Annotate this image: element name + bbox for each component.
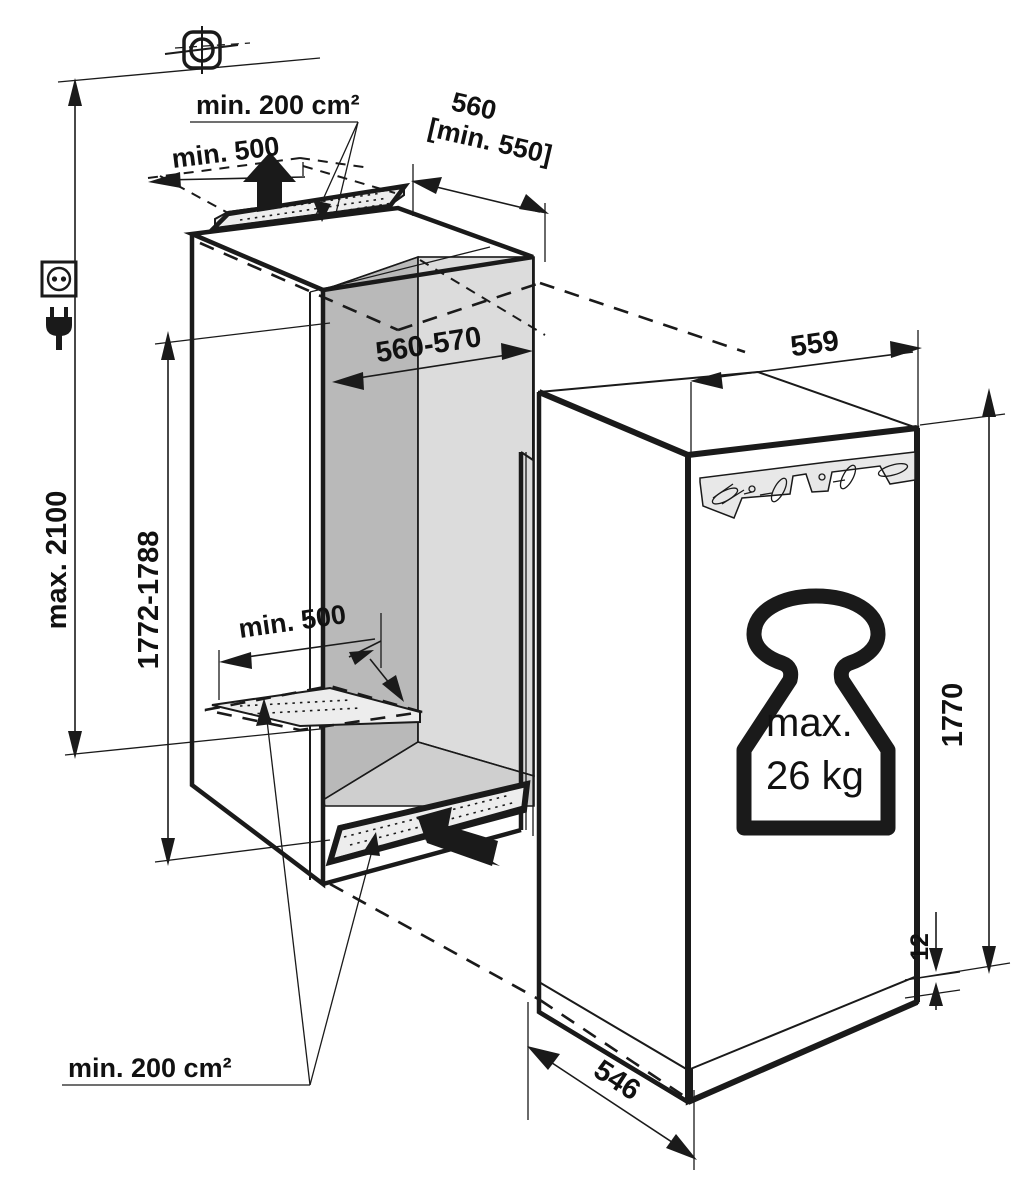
dim-appliance-depth-label: 546	[588, 1054, 646, 1107]
dim-vent-bottom-label: min. 200 cm²	[68, 1053, 232, 1083]
mounting-bracket	[699, 451, 916, 519]
dim-plinth-gap-label: 12	[906, 933, 934, 961]
appliance-side-seams	[525, 452, 534, 836]
top-vent-opening	[205, 182, 411, 234]
airflow-up-arrow-icon	[243, 152, 296, 212]
dim-niche-width	[332, 343, 533, 390]
power-plug-icon	[46, 307, 72, 350]
airflow-in-arrow-icon	[416, 807, 500, 866]
dim-appliance-depth	[527, 1002, 697, 1170]
dim-top-clearance	[147, 157, 396, 215]
dim-appliance-height-label: 1770	[937, 683, 969, 748]
leader-vent-top	[190, 121, 359, 222]
dim-appliance-width	[690, 330, 922, 455]
dim-appliance-height	[904, 388, 1011, 981]
dim-niche-height-label: 1772-1788	[133, 531, 165, 670]
dim-niche-height	[154, 322, 331, 866]
dim-depth-top-labels: 560 [min. 550]	[425, 87, 555, 170]
dim-plinth-gap	[904, 912, 961, 1010]
weight-value-label: 26 kg	[766, 754, 864, 798]
power-socket-icon	[40, 260, 78, 298]
ceiling-reference	[57, 42, 321, 83]
leader-vent-bottom	[62, 698, 380, 1086]
dim-max-height-label: max. 2100	[41, 491, 73, 630]
dim-depth-top	[411, 164, 549, 262]
dim-max-height	[64, 78, 331, 759]
dim-vent-top-label: min. 200 cm²	[196, 90, 360, 120]
ceiling-center-marker-icon	[164, 26, 239, 74]
dim-appliance-width-label: 559	[789, 325, 841, 363]
appliance-body	[536, 370, 920, 1106]
projection-lines	[199, 241, 746, 1102]
max-weight-icon	[736, 588, 896, 836]
weight-max-label: max.	[766, 701, 853, 745]
dim-rear-clearance	[218, 613, 404, 702]
